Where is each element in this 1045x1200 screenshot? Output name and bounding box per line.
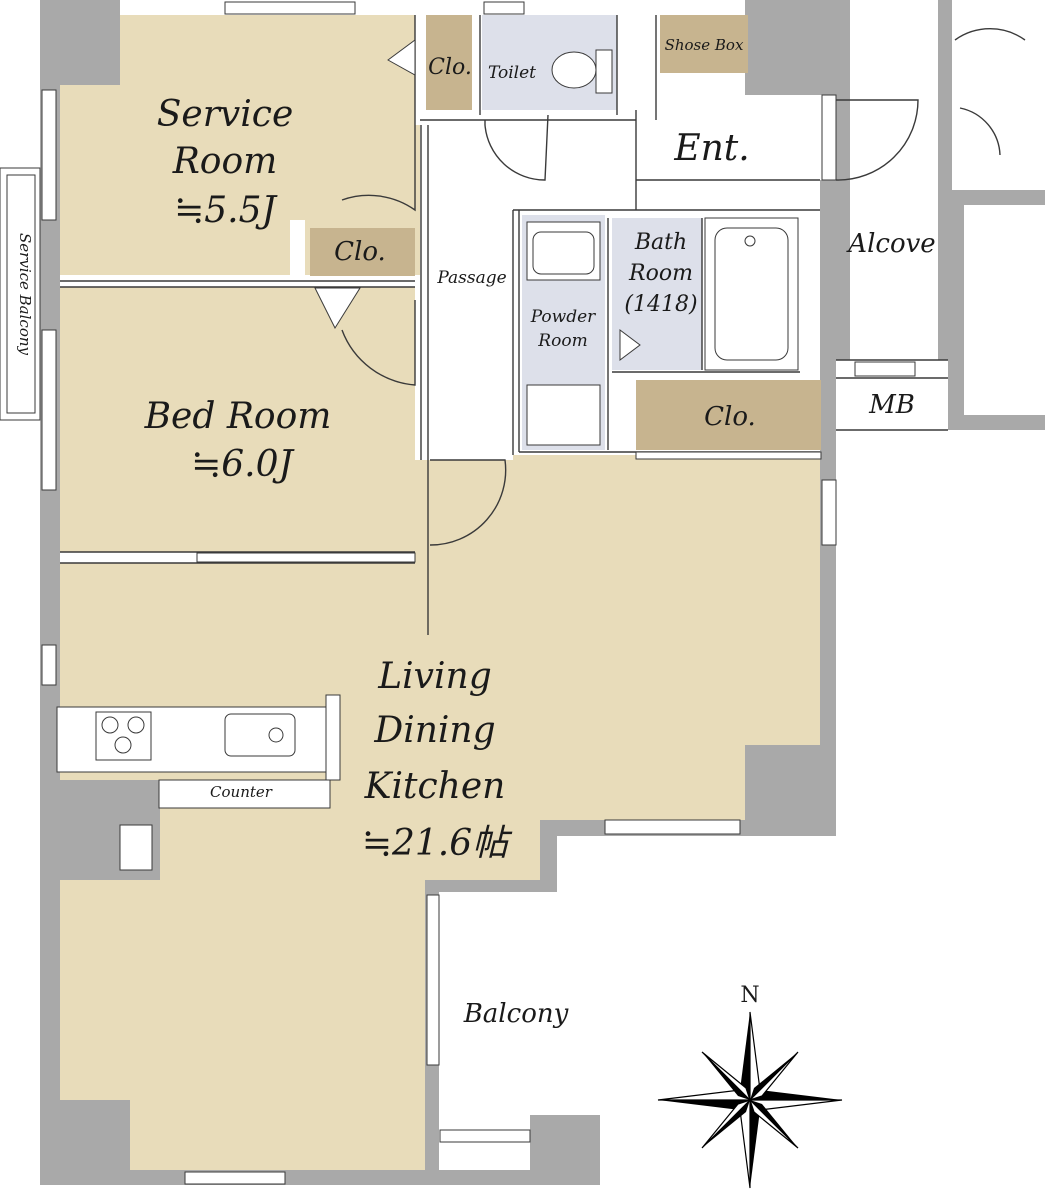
ldk-floor xyxy=(60,455,820,1170)
washbasin xyxy=(526,221,601,446)
toilet-fixture xyxy=(551,49,613,94)
balcony-label: Balcony xyxy=(463,999,569,1029)
closet-bath xyxy=(636,380,821,450)
sink xyxy=(224,713,296,757)
closet-service-label: Clo. xyxy=(334,237,386,267)
toilet-label: Toilet xyxy=(488,63,536,83)
closet-top-label: Clo. xyxy=(428,55,472,80)
floors xyxy=(0,15,948,1170)
alcove-label: Alcove xyxy=(846,229,935,259)
shoe-box-label: Shose Box xyxy=(665,36,744,54)
bed-room-floor xyxy=(60,287,415,552)
counter-label: Counter xyxy=(210,783,273,801)
passage-label: Passage xyxy=(436,268,506,288)
entrance-floor xyxy=(480,110,820,210)
ldk-label-1: Living xyxy=(377,656,492,697)
entrance-label: Ent. xyxy=(673,128,749,169)
interior-lines xyxy=(60,15,1026,635)
windows xyxy=(41,1,916,1185)
balcony-floor xyxy=(439,892,530,1115)
ldk-label-3: Kitchen xyxy=(364,766,506,807)
bed-room-area: ≒6.0J xyxy=(191,444,295,485)
service-room-floor xyxy=(60,15,420,275)
closet-service-room xyxy=(310,228,415,276)
service-room-label: Service xyxy=(157,94,294,135)
alcove-floor xyxy=(850,15,938,360)
shoe-box xyxy=(660,15,748,73)
closets xyxy=(310,15,821,450)
bath-room-label-3: (1418) xyxy=(624,292,697,317)
ldk-label-2: Dining xyxy=(373,710,495,751)
service-balcony-label: Service Balcony xyxy=(16,233,34,355)
bed-room-label: Bed Room xyxy=(144,396,332,437)
compass-north-label: N xyxy=(740,983,759,1008)
powder-room-label-2: Room xyxy=(537,331,587,351)
closet-top xyxy=(426,15,472,110)
room-labels: Service Room ≒5.5J Bed Room ≒6.0J Living… xyxy=(16,36,936,1029)
service-room-area: ≒5.5J xyxy=(174,190,278,231)
bath-room-label-1: Bath xyxy=(634,230,687,255)
mb-floor xyxy=(836,378,948,430)
powder-room-label-1: Powder xyxy=(530,307,596,327)
service-room-label-2: Room xyxy=(172,141,278,182)
kitchen-counter xyxy=(56,694,341,871)
closet-bath-label: Clo. xyxy=(704,402,756,432)
compass-rose: N xyxy=(657,983,843,1189)
bath-room-label-2: Room xyxy=(628,261,693,286)
ldk-area: ≒21.6帖 xyxy=(362,823,513,864)
meter-box-label: MB xyxy=(868,390,915,420)
